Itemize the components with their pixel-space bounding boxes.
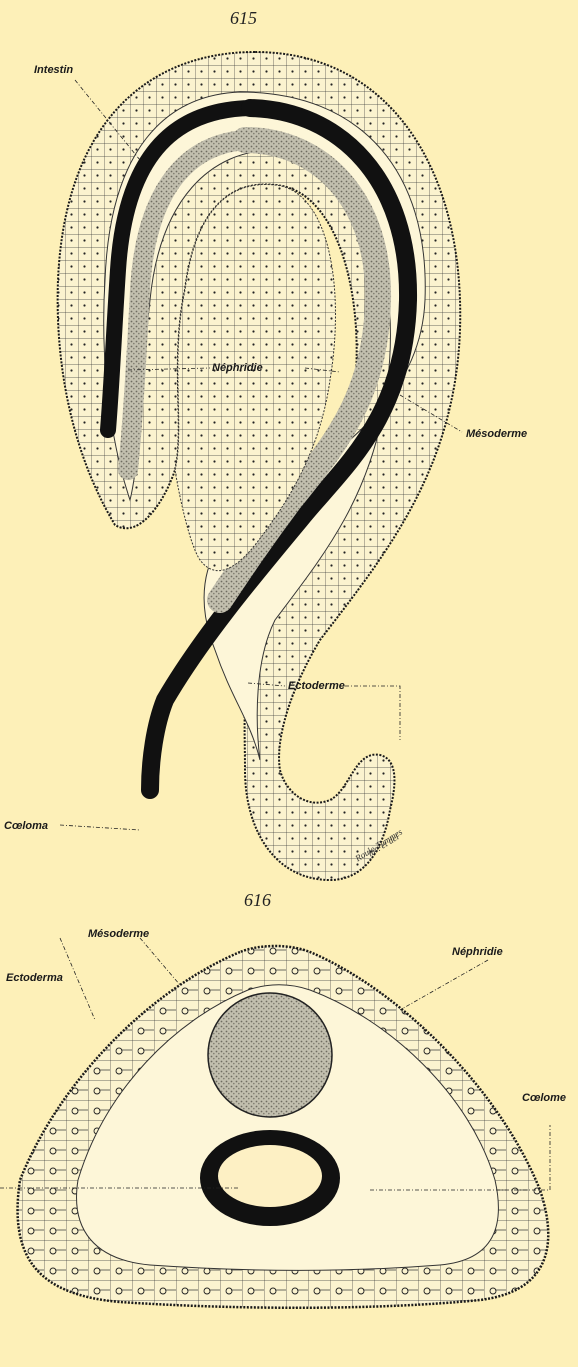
label-ectoderme-616: Ectoderma: [6, 972, 63, 984]
label-coelome-616: Cœlome: [522, 1092, 566, 1104]
label-mesoderme-616: Mésoderme: [88, 928, 149, 940]
figure-616-drawing: [18, 946, 549, 1308]
label-coeloma: Cœloma: [4, 820, 48, 832]
intestine-lumen: [218, 1145, 322, 1207]
label-ectoderme: Ectoderme: [288, 680, 345, 692]
label-intestin: Intestin: [34, 64, 73, 76]
nephridie-disc: [208, 993, 332, 1117]
label-mesoderme: Mésoderme: [466, 428, 527, 440]
figure-number-615: 615: [230, 8, 257, 29]
label-nephridie: Néphridie: [212, 362, 263, 374]
figure-number-616: 616: [244, 890, 271, 911]
figure-615-drawing: [58, 52, 461, 880]
label-nephridie-616: Néphridie: [452, 946, 503, 958]
